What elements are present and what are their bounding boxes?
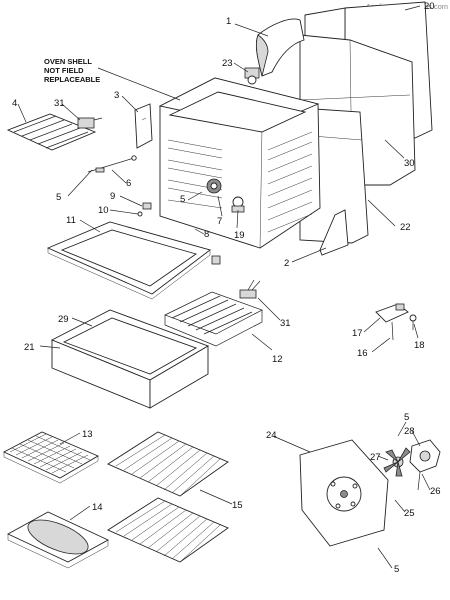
callout-22: 22	[400, 222, 411, 233]
callout-26: 26	[430, 486, 441, 497]
broiler-pan-grid-13	[2, 431, 100, 484]
callout-20: 20	[424, 1, 435, 12]
leader-lines	[17, 5, 431, 569]
callout-15: 15	[232, 500, 243, 511]
callout-3: 3	[114, 90, 119, 101]
callout-28: 28	[404, 426, 415, 437]
oven-shell-note: OVEN SHELL NOT FIELD REPLACEABLE	[44, 57, 100, 84]
callout-31-bottom: 31	[280, 318, 291, 329]
callout-5-fan-top: 5	[404, 412, 409, 423]
callout-14: 14	[92, 502, 103, 513]
callout-16: 16	[357, 348, 368, 359]
callout-2: 2	[284, 258, 289, 269]
side-bracket-2	[319, 209, 349, 256]
callout-27: 27	[370, 452, 381, 463]
side-bracket-3	[134, 103, 153, 149]
callout-23: 23	[222, 58, 233, 69]
callout-4: 4	[12, 98, 17, 109]
callout-19: 19	[234, 230, 245, 241]
callout-5-fan-bottom: 5	[394, 564, 399, 575]
callout-12: 12	[272, 354, 283, 365]
callout-6: 6	[126, 178, 131, 189]
oven-rack-15-upper	[107, 431, 229, 497]
callout-5-center: 5	[180, 194, 185, 205]
callout-8: 8	[204, 229, 209, 240]
note-line-2: NOT FIELD	[44, 66, 84, 75]
fan-motor-28	[409, 439, 441, 491]
callout-17: 17	[352, 328, 363, 339]
callout-11: 11	[66, 215, 76, 226]
callout-24: 24	[266, 430, 277, 441]
callout-25: 25	[404, 508, 415, 519]
callout-9: 9	[110, 191, 115, 202]
callout-18: 18	[414, 340, 425, 351]
convection-panel-24	[299, 439, 389, 547]
callout-1: 1	[226, 16, 231, 27]
callout-5-left: 5	[56, 192, 61, 203]
callout-30: 30	[404, 158, 415, 169]
callout-29: 29	[58, 314, 69, 325]
callout-21: 21	[24, 342, 35, 353]
oven-rack-15-lower	[107, 497, 229, 563]
oven-bottom-11	[46, 221, 211, 300]
callout-10: 10	[98, 205, 109, 216]
callout-labels: 1 2 3 4 5 5 5 5 6 7 8 9 10 11 12 13 14 1…	[12, 1, 441, 575]
oven-shell	[158, 67, 321, 249]
note-line-1: OVEN SHELL	[44, 57, 92, 66]
broiler-drawer-21	[50, 309, 210, 409]
sensor-probe-6	[87, 155, 137, 173]
bake-element-12	[164, 279, 263, 347]
callout-13: 13	[82, 429, 93, 440]
note-line-3: REPLACEABLE	[44, 75, 100, 84]
broil-element-4	[6, 113, 103, 151]
switch-assembly-17	[375, 303, 417, 341]
callout-31-top: 31	[54, 98, 65, 109]
vent-duct-1	[255, 18, 305, 77]
fan-blade-27	[383, 447, 411, 477]
callout-7: 7	[217, 216, 222, 227]
broiler-pan-14	[7, 511, 109, 569]
